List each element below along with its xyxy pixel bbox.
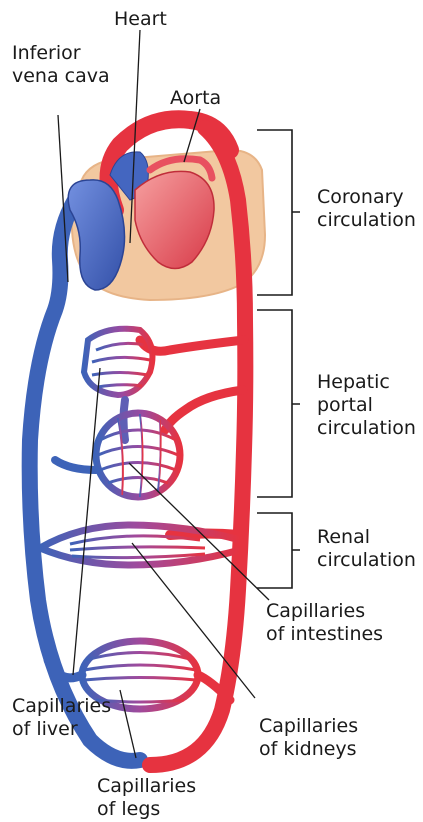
hepatic-label-line-3: circulation (317, 417, 416, 440)
liver-label-line-1: Capillaries (12, 695, 111, 718)
intestines-label-line-2: of intestines (266, 623, 383, 646)
hepatic-bracket (257, 310, 300, 497)
liver-leader-line (73, 368, 100, 675)
hepatic-portal-circulation-label: Hepatic portal circulation (317, 371, 416, 440)
capillaries-of-kidneys-label: Capillaries of kidneys (259, 715, 358, 761)
hepatic-label-line-2: portal (317, 394, 416, 417)
capillaries-of-intestines-label: Capillaries of intestines (266, 600, 383, 646)
renal-label-line-1: Renal (317, 526, 416, 549)
ivc-label-line-1: Inferior (12, 42, 110, 65)
aorta-label-text: Aorta (170, 87, 221, 110)
coronary-label-line-1: Coronary (317, 186, 416, 209)
hepatic-portal-vein (124, 400, 126, 440)
renal-label-line-2: circulation (317, 549, 416, 572)
legs-leader-line (120, 690, 136, 758)
renal-capillary-bed (40, 525, 240, 565)
kidneys-label-line-1: Capillaries (259, 715, 358, 738)
renal-circulation-label: Renal circulation (317, 526, 416, 572)
aorta-label: Aorta (170, 87, 221, 110)
hepatic-label-line-1: Hepatic (317, 371, 416, 394)
coronary-label-line-2: circulation (317, 209, 416, 232)
heart-label: Heart (114, 8, 167, 31)
coronary-circulation-label: Coronary circulation (317, 186, 416, 232)
capillaries-of-liver-label: Capillaries of liver (12, 695, 111, 741)
legs-label-line-2: of legs (97, 798, 196, 821)
hepatic-artery (140, 340, 244, 351)
intestines-label-line-1: Capillaries (266, 600, 383, 623)
intestine-capillary-bed (96, 413, 180, 497)
renal-bracket (257, 513, 300, 588)
legs-label-line-1: Capillaries (97, 775, 196, 798)
capillaries-of-legs-label: Capillaries of legs (97, 775, 196, 821)
kidneys-label-line-2: of kidneys (259, 738, 358, 761)
intestinal-artery (165, 390, 243, 430)
liver-label-line-2: of liver (12, 718, 111, 741)
inferior-vena-cava-label: Inferior vena cava (12, 42, 110, 88)
intestinal-vein (55, 460, 96, 470)
ivc-label-line-2: vena cava (12, 65, 110, 88)
heart-label-text: Heart (114, 8, 167, 31)
leg-vein (48, 660, 82, 678)
